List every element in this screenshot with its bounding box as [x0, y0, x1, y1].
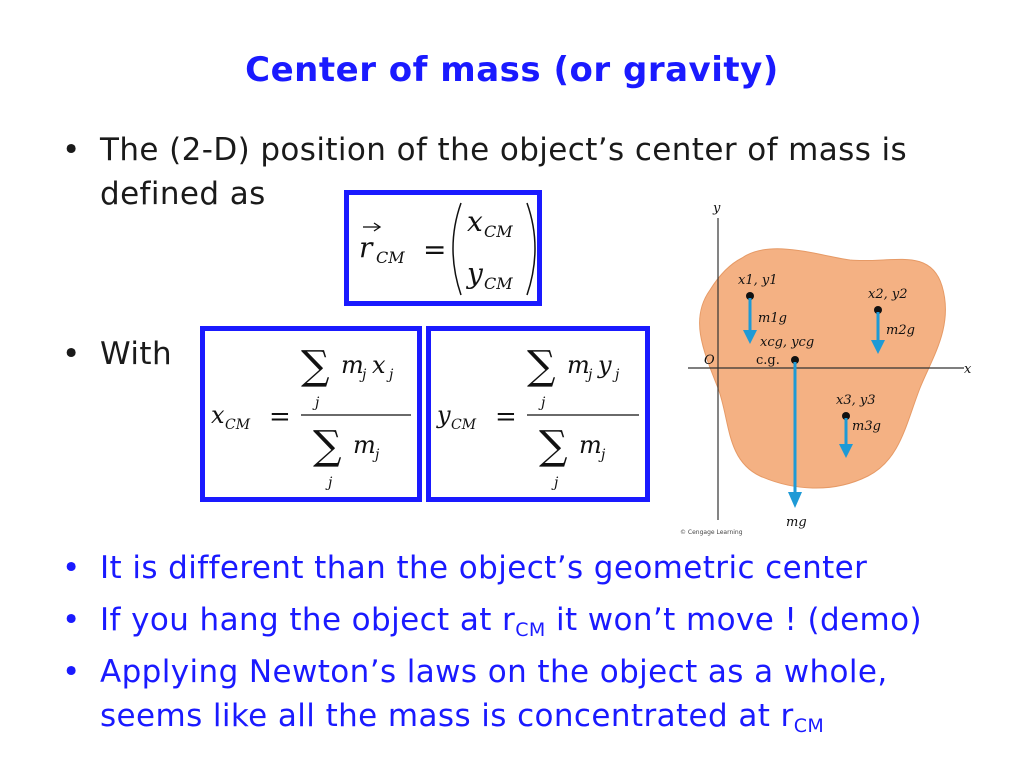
center-of-gravity-diagram: y x O x1, y1 m1g x2, y2 m2g xcg, ycg c.g… — [680, 201, 972, 536]
p2-coord-label: x2, y2 — [868, 287, 907, 302]
xcm-num-mj: j — [359, 367, 367, 383]
ycm-num-index: j — [538, 395, 546, 411]
ycm-equals: = — [495, 402, 517, 432]
ycm-num-sum: ∑ — [527, 343, 556, 389]
bullet-dot: • — [62, 336, 81, 372]
ycm-num-var: y — [597, 351, 612, 379]
equation-xcm: x CM = ∑ m j x j j ∑ m j j — [211, 343, 411, 491]
p1-force-label: m1g — [758, 311, 787, 326]
bullet-text-line1: Applying Newton’s laws on the object as … — [100, 654, 888, 690]
ycm-den-m: m — [579, 431, 602, 459]
xcm-num-sum: ∑ — [301, 343, 330, 389]
bullet-dot: • — [62, 654, 81, 690]
xcm-num-m: m — [341, 351, 364, 379]
p3-point — [842, 412, 850, 420]
right-paren — [526, 202, 536, 296]
arrow-down-icon — [871, 340, 885, 354]
rcm-bottom: y — [465, 257, 484, 290]
bullet-text: It is different than the object’s geomet… — [100, 550, 868, 586]
origin-label: O — [704, 353, 715, 368]
equation-rcm-box: r CM = x CM y CM — [344, 190, 542, 306]
xcm-den-mj: j — [372, 447, 380, 463]
cg-point — [791, 356, 799, 364]
xcm-lhs-sub: CM — [225, 417, 251, 433]
image-credit: © Cengage Learning — [680, 529, 743, 536]
rcm-equals: = — [423, 233, 446, 266]
bullet-dot: • — [62, 132, 81, 168]
bullet-text-line2: seems like all the mass is concentrated … — [100, 698, 825, 737]
xcm-num-var: x — [372, 351, 386, 379]
equation-ycm-box: y CM = ∑ m j y j j ∑ m j j — [426, 326, 650, 502]
p2-force-label: m2g — [886, 323, 915, 338]
xcm-den-m: m — [353, 431, 376, 459]
bullet-text-line2: defined as — [100, 176, 266, 212]
xcm-den-sum: ∑ — [313, 423, 342, 469]
arrow-down-icon — [788, 492, 802, 508]
p2-point — [874, 306, 882, 314]
bullet-text: If you hang the object at rCM it won’t m… — [100, 602, 923, 641]
bullet-text-line1: The (2-D) position of the object’s cente… — [100, 132, 908, 168]
ycm-den-sum: ∑ — [539, 423, 568, 469]
total-force-label: mg — [786, 515, 807, 530]
cg-coord-label: xcg, ycg — [760, 335, 814, 350]
xcm-num-varj: j — [386, 367, 394, 383]
equation-ycm: y CM = ∑ m j y j j ∑ m j j — [436, 343, 639, 491]
x-axis-label: x — [964, 362, 972, 377]
equation-rcm: r CM = x CM y CM — [359, 202, 536, 296]
bullet-dot: • — [62, 550, 81, 586]
xcm-num-index: j — [312, 395, 320, 411]
bullet-text: With — [100, 336, 172, 372]
xcm-lhs: x — [211, 401, 225, 429]
rcm-top: x — [467, 205, 483, 238]
p1-point — [746, 292, 754, 300]
p1-coord-label: x1, y1 — [738, 273, 777, 288]
arrow-down-icon — [743, 330, 757, 344]
rcm-bottom-sub: CM — [484, 274, 513, 293]
p3-force-label: m3g — [852, 419, 881, 434]
p3-coord-label: x3, y3 — [836, 393, 875, 408]
ycm-den-mj: j — [598, 447, 606, 463]
equation-xcm-box: x CM = ∑ m j x j j ∑ m j j — [200, 326, 422, 502]
ycm-den-index: j — [551, 475, 559, 491]
xcm-den-index: j — [325, 475, 333, 491]
ycm-num-varj: j — [612, 367, 620, 383]
bullet-dot: • — [62, 602, 81, 638]
ycm-num-m: m — [567, 351, 590, 379]
xcm-equals: = — [269, 402, 291, 432]
arrow-down-icon — [839, 444, 853, 458]
rcm-lhs-sub: CM — [376, 248, 405, 267]
ycm-num-mj: j — [585, 367, 593, 383]
rcm-lhs: r — [359, 231, 374, 264]
left-paren — [452, 202, 462, 296]
y-axis-label: y — [712, 201, 721, 216]
rcm-top-sub: CM — [484, 222, 513, 241]
ycm-lhs: y — [436, 401, 451, 429]
ycm-lhs-sub: CM — [451, 417, 477, 433]
slide-title: Center of mass (or gravity) — [245, 50, 779, 90]
cg-label: c.g. — [756, 353, 780, 368]
